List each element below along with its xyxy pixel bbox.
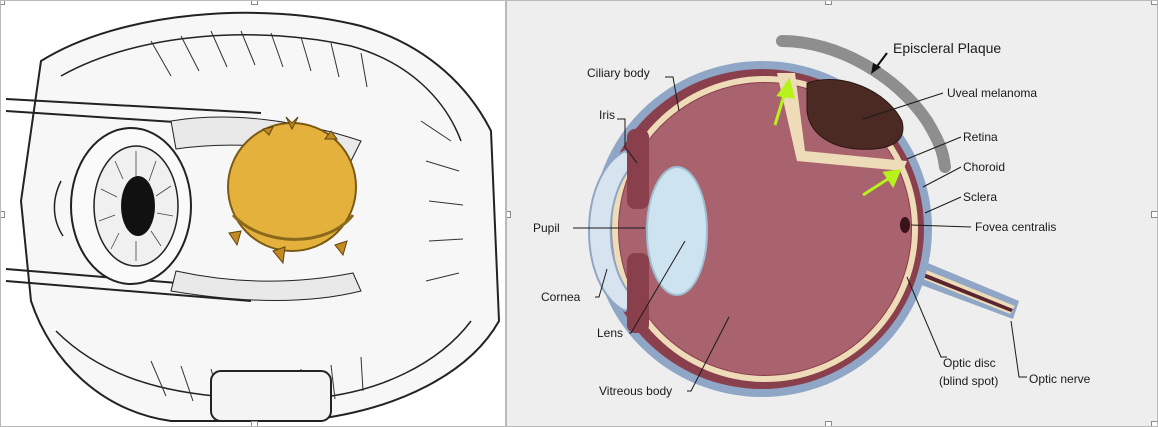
resize-handle[interactable] <box>1151 421 1158 427</box>
label-retina: Retina <box>963 130 998 144</box>
label-blind-spot: (blind spot) <box>939 374 998 388</box>
resize-handle[interactable] <box>0 0 5 5</box>
lens-shape <box>647 167 707 295</box>
label-vitreous-body: Vitreous body <box>599 384 672 398</box>
label-ciliary-body: Ciliary body <box>587 66 650 80</box>
resize-handle[interactable] <box>1151 211 1158 218</box>
eye-anatomy-panel: Episcleral Plaque Uveal melanoma Retina … <box>506 0 1158 427</box>
label-fovea-centralis: Fovea centralis <box>975 220 1056 234</box>
resize-handle[interactable] <box>825 421 832 427</box>
label-cornea: Cornea <box>541 290 581 304</box>
label-optic-disc: Optic disc <box>943 356 996 370</box>
surgical-illustration-panel <box>0 0 506 427</box>
label-iris: Iris <box>599 108 615 122</box>
resize-handle[interactable] <box>1151 0 1158 5</box>
pupil-sketch <box>121 176 155 236</box>
label-choroid: Choroid <box>963 160 1005 174</box>
label-sclera: Sclera <box>963 190 997 204</box>
resize-handle[interactable] <box>0 211 5 218</box>
resize-handle[interactable] <box>506 211 511 218</box>
resize-handle[interactable] <box>825 0 832 5</box>
label-uveal-melanoma: Uveal melanoma <box>947 86 1037 100</box>
resize-handle[interactable] <box>251 0 258 5</box>
label-lens: Lens <box>597 326 623 340</box>
surgical-sketch <box>1 1 506 427</box>
label-pupil: Pupil <box>533 221 560 235</box>
fovea-dot <box>900 217 910 233</box>
label-episcleral-plaque: Episcleral Plaque <box>893 40 1001 56</box>
resize-handle[interactable] <box>251 421 258 427</box>
eye-diagram: Episcleral Plaque Uveal melanoma Retina … <box>507 1 1158 427</box>
label-optic-nerve: Optic nerve <box>1029 372 1091 386</box>
